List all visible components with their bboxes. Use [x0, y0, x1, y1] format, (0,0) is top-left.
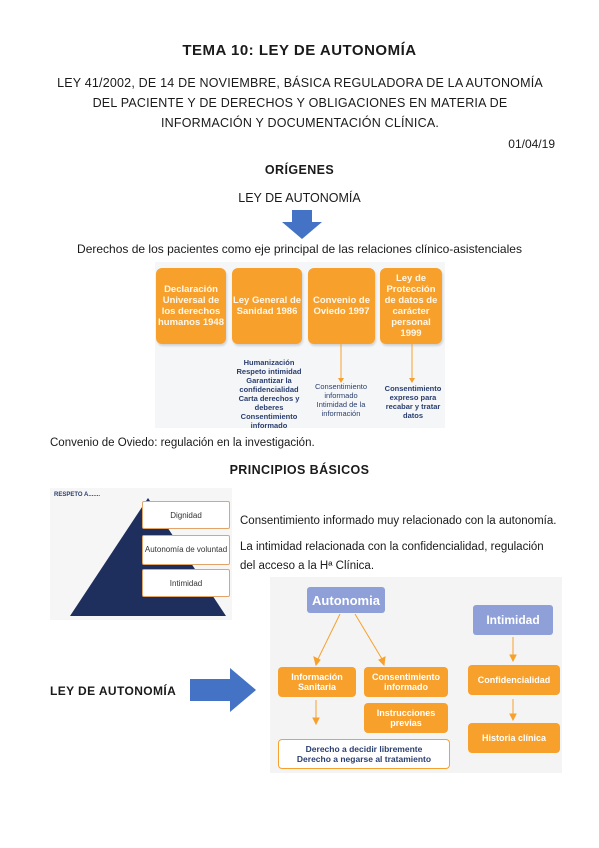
connector-lines — [338, 344, 415, 383]
origin-box-1999: Ley de Protección de datos de carácter p… — [380, 268, 442, 344]
rights-caption: Derechos de los pacientes como eje princ… — [77, 242, 522, 256]
principios-heading: PRINCIPIOS BÁSICOS — [229, 463, 370, 477]
principle-text-2: La intimidad relacionada con la confiden… — [240, 541, 544, 572]
oviedo-note: Convenio de Oviedo: regulación en la inv… — [50, 437, 315, 449]
historia-clinica-box: Historia clínica — [468, 723, 560, 753]
ley-autonomia-label: LEY DE AUTONOMÍA — [50, 684, 177, 698]
origins-figure: Declaración Universal de los derechos hu… — [155, 262, 445, 430]
pyramid-level-dignidad: Dignidad — [142, 501, 230, 529]
subtitle-line: INFORMACIÓN Y DOCUMENTACIÓN CLÍNICA. — [160, 116, 440, 130]
informacion-sanitaria-box: Información Sanitaria — [278, 667, 356, 697]
diagram-arrows — [312, 613, 517, 726]
autonomia-box: Autonomia — [307, 587, 385, 613]
confidencialidad-box: Confidencialidad — [468, 665, 560, 695]
principle-text-1: Consentimiento informado muy relacionado… — [240, 515, 557, 527]
note-proteccion: Consentimiento expreso para recabar y tr… — [384, 384, 442, 420]
subtitle-line: LEY 41/2002, DE 14 DE NOVIEMBRE, BÁSICA … — [57, 76, 543, 90]
law-label: LEY DE AUTONOMÍA — [238, 191, 361, 205]
right-arrow-icon — [190, 668, 256, 712]
page-title: TEMA 10: LEY DE AUTONOMÍA — [182, 42, 417, 59]
pyramid-figure: RESPETO A....... Dignidad Autonomía de v… — [50, 488, 232, 620]
derechos-box: Derecho a decidir libremente Derecho a n… — [278, 739, 450, 769]
subtitle-line: DEL PACIENTE Y DE DERECHOS Y OBLIGACIONE… — [92, 96, 508, 110]
note-oviedo: Consentimiento informado Intimidad de la… — [314, 382, 368, 418]
origin-box-1997: Convenio de Oviedo 1997 — [308, 268, 375, 344]
origenes-heading: ORÍGENES — [264, 163, 335, 177]
date-label: 01/04/19 — [508, 137, 555, 151]
intimidad-box: Intimidad — [473, 605, 553, 635]
pyramid-title: RESPETO A....... — [54, 492, 101, 498]
autonomy-diagram: Autonomia Intimidad Información Sanitari… — [270, 577, 562, 773]
origin-box-1986: Ley General de Sanidad 1986 — [232, 268, 302, 344]
pyramid-level-intimidad: Intimidad — [142, 569, 230, 597]
consentimiento-box: Consentimiento informado — [364, 667, 448, 697]
pyramid-level-autonomia: Autonomía de voluntad — [142, 535, 230, 565]
origin-box-1948: Declaración Universal de los derechos hu… — [156, 268, 226, 344]
law-subtitle: LEY 41/2002, DE 14 DE NOVIEMBRE, BÁSICA … — [40, 73, 560, 133]
note-ley-sanidad: Humanización Respeto intimidad Garantiza… — [236, 358, 302, 430]
instrucciones-box: Instrucciones previas — [364, 703, 448, 733]
down-arrow-icon — [282, 210, 322, 239]
